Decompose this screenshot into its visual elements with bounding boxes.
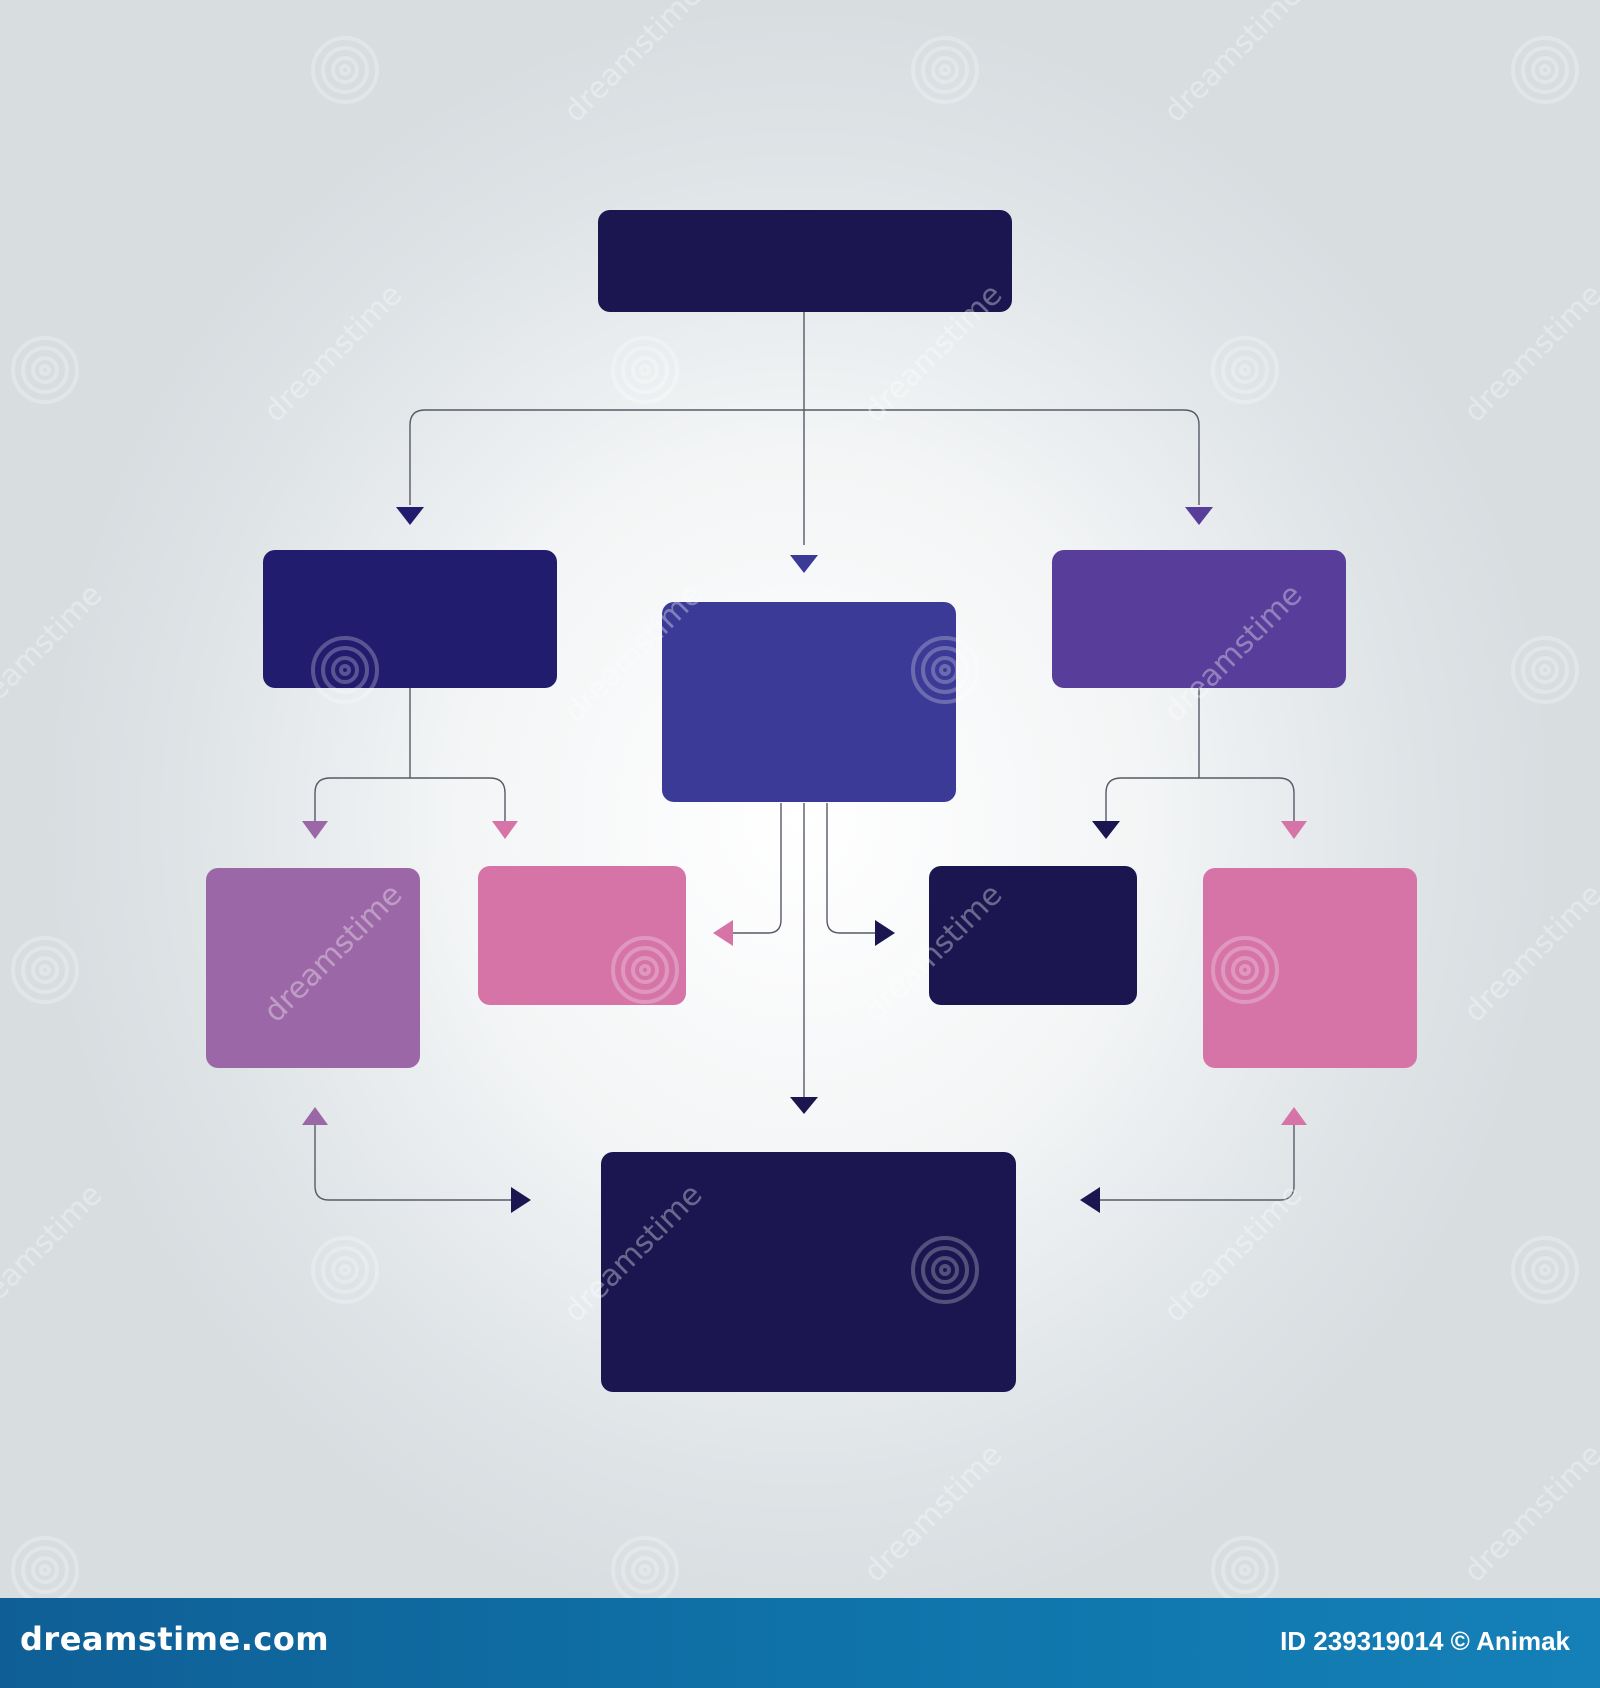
footer-brand[interactable]: dreamstime.com bbox=[20, 1620, 330, 1658]
footer-bar: dreamstime.com ID 239319014 © Animak bbox=[0, 1598, 1600, 1688]
footer-credit: ID 239319014 © Animak bbox=[1280, 1626, 1570, 1656]
